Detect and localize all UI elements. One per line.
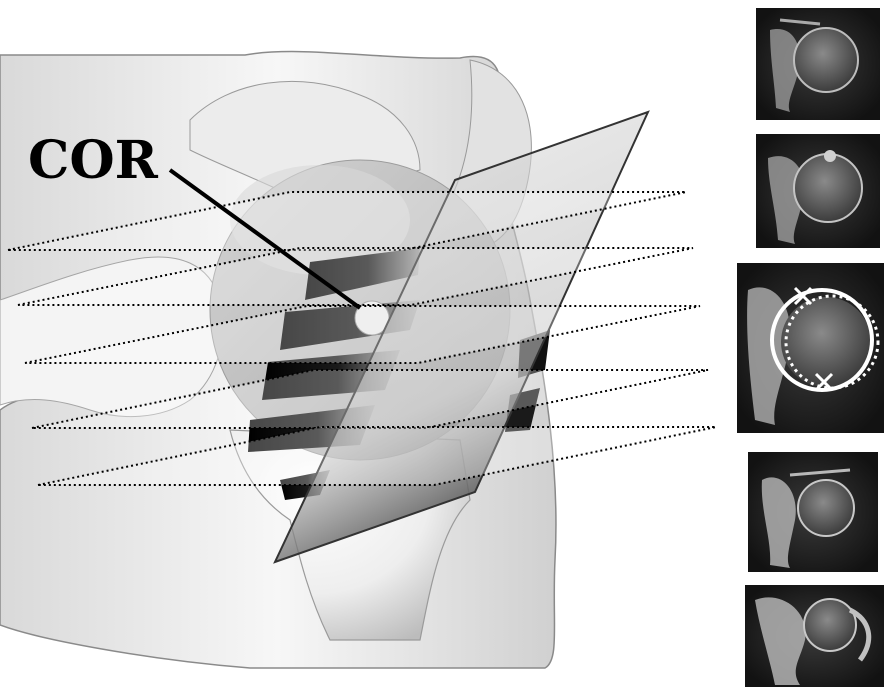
ct-slice-thumbnail-highlighted [737,263,884,433]
ct-slice-thumbnail [756,134,880,248]
cor-label: COR [28,130,159,191]
ct-slice-thumbnail [748,452,878,572]
ct-slice-thumbnail [756,8,880,120]
ct-slice-column [737,8,884,687]
ct-slice-thumbnail [745,585,884,687]
